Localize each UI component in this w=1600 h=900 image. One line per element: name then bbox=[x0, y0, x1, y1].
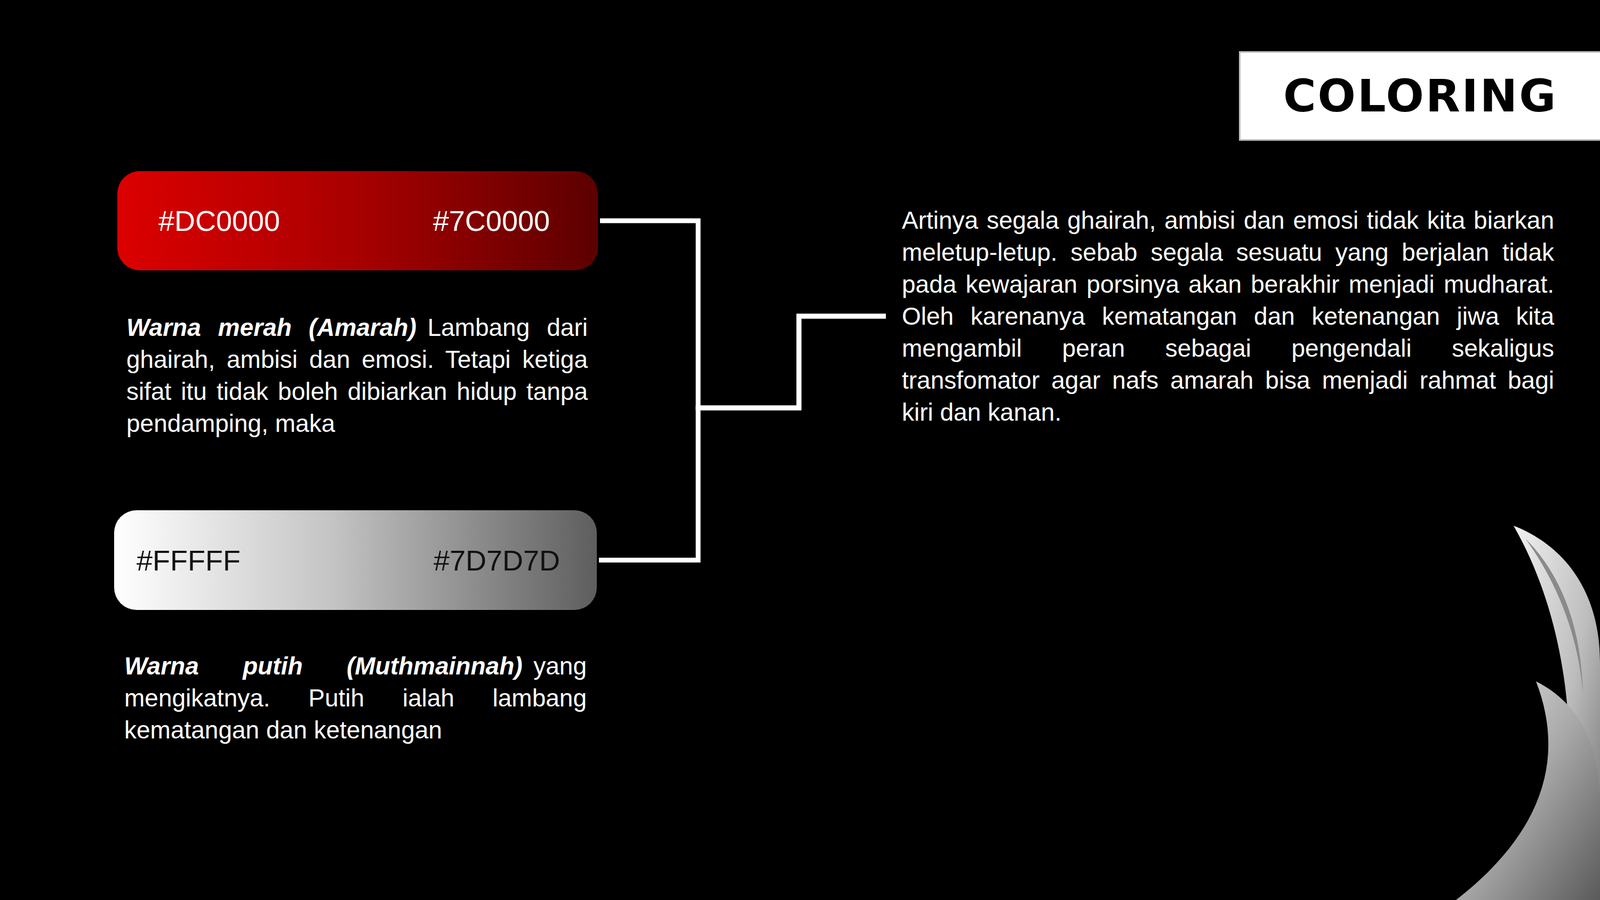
node-text: #7C0000 bbox=[433, 203, 550, 238]
swoosh-shape bbox=[1525, 538, 1583, 694]
node-text: #FFFFF bbox=[136, 543, 241, 578]
color-name: Warna putih (Muthmainnah) bbox=[124, 652, 523, 680]
slide-title: COLORING bbox=[1283, 69, 1558, 123]
node-text: #7D7D7D bbox=[433, 543, 560, 578]
description-paragraph: Warna putih (Muthmainnah)yang mengikatny… bbox=[124, 650, 587, 747]
color-swatch-bar: #FFFFF #7D7D7D bbox=[114, 510, 597, 611]
node-text: Artinya segala ghairah, ambisi dan emosi… bbox=[901, 204, 1555, 429]
swoosh-shape bbox=[1456, 681, 1600, 900]
color-name: Warna merah (Amarah) bbox=[126, 313, 417, 342]
text-block: Artinya segala ghairah, ambisi dan emosi… bbox=[885, 197, 1555, 435]
color-swatch-bar: #DC0000 #7C0000 bbox=[117, 171, 598, 271]
description-paragraph: Warna merah (Amarah)Lambang dari ghairah… bbox=[126, 311, 588, 440]
node-text: #DC0000 bbox=[158, 203, 280, 238]
connector-line bbox=[598, 316, 886, 561]
title-box: COLORING bbox=[1238, 51, 1600, 141]
